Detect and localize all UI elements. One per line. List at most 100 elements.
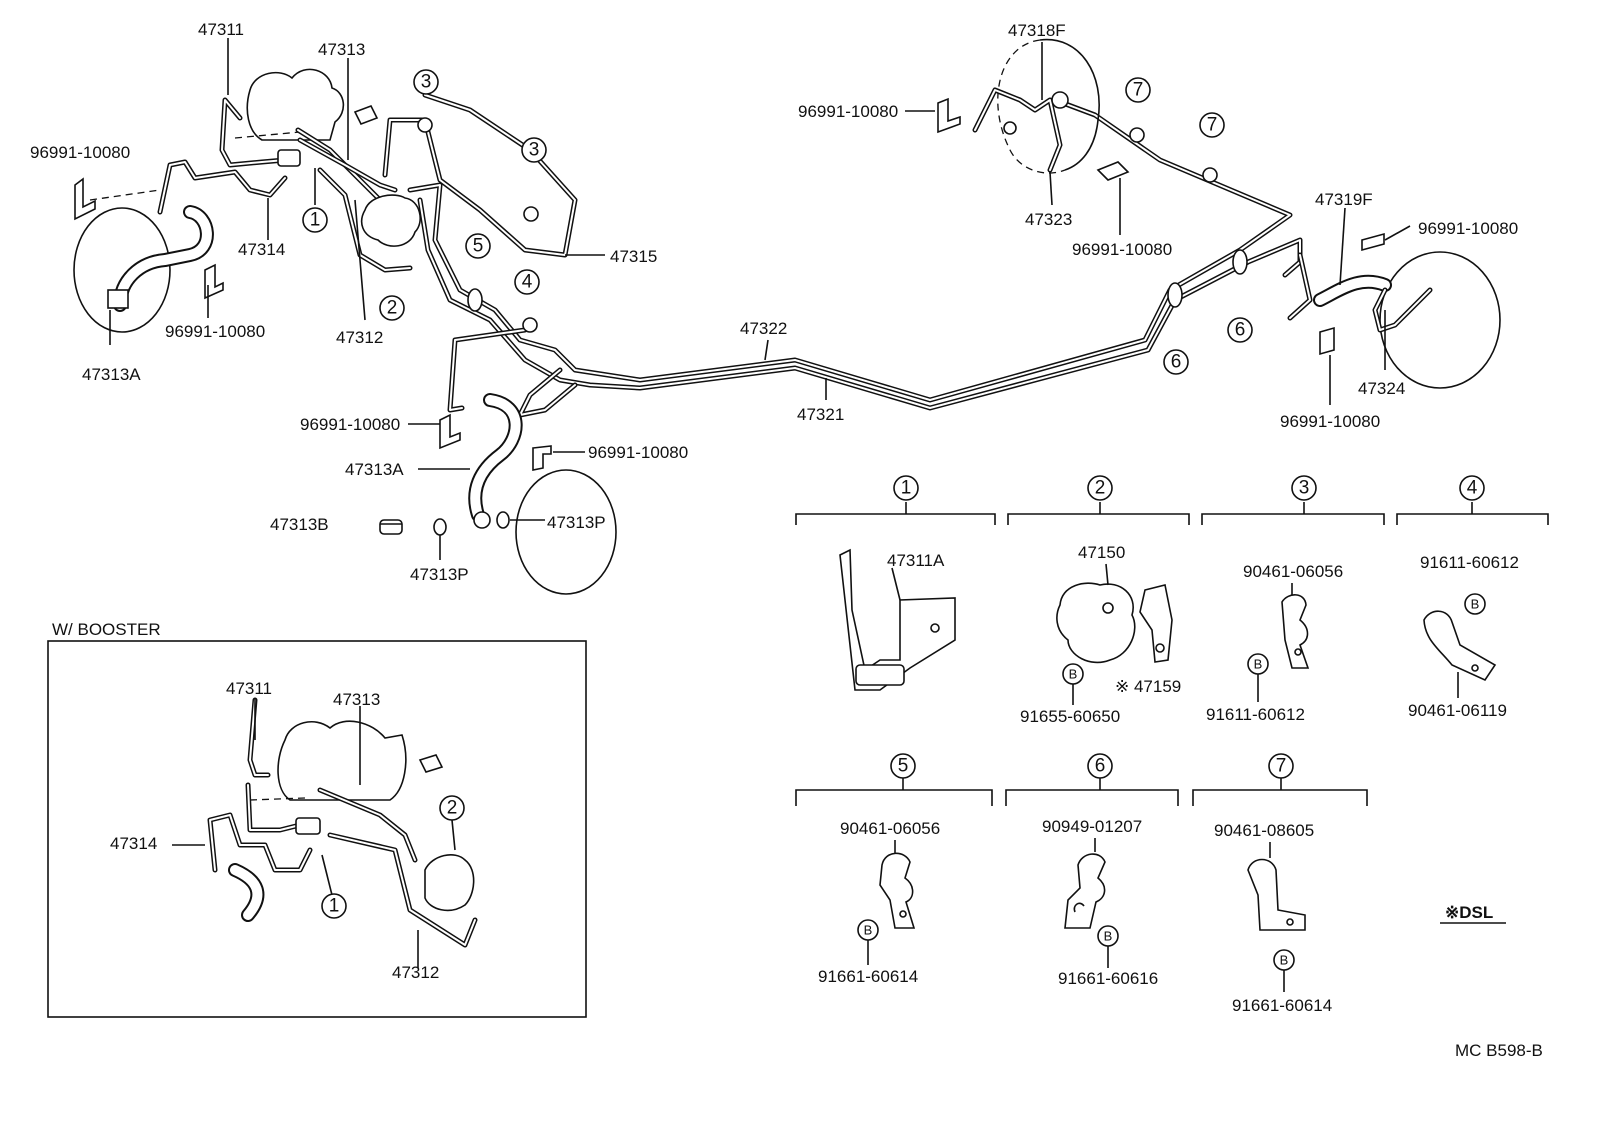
detail-6: 6 90949-01207 B 91661-60616: [1042, 753, 1158, 988]
label-96991-b: 96991-10080: [165, 322, 265, 341]
clamp-90949-01207: [1064, 853, 1106, 929]
front-left-assembly: [73, 68, 578, 333]
svg-text:B: B: [864, 923, 873, 938]
label-47313p-a: 47313P: [410, 565, 469, 584]
label-96991-f: 96991-10080: [1072, 240, 1172, 259]
dsl-legend: ※DSL: [1445, 903, 1493, 922]
rear-assembly: [972, 38, 1501, 389]
rear-fitting: [1003, 121, 1017, 135]
label-96991-d: 96991-10080: [588, 443, 688, 462]
svg-text:7: 7: [1276, 756, 1287, 777]
clamp-90461-06056: [1281, 594, 1310, 669]
detail-1: 1 47311A: [839, 475, 956, 691]
label-47311: 47311: [198, 20, 244, 39]
callout-6b: [1227, 317, 1253, 343]
label-47314: 47314: [238, 240, 285, 259]
svg-text:5: 5: [473, 236, 484, 257]
detail-7: 7 90461-08605 B 91661-60614: [1214, 753, 1332, 1015]
right-front-disc: [515, 469, 617, 595]
detail-6-bolt: 91661-60616: [1058, 969, 1158, 988]
callout-circles: 1 2 3 3 4 5 6 6 7 7: [302, 69, 1253, 375]
label-47318f: 47318F: [1008, 21, 1066, 40]
label-47321: 47321: [797, 405, 844, 424]
detail-2-bolt: 91655-60650: [1020, 707, 1120, 726]
detail-5: 5 90461-06056 B 91661-60614: [818, 753, 940, 986]
svg-text:2: 2: [387, 298, 398, 319]
svg-text:1: 1: [329, 896, 340, 917]
clip-icon: [532, 445, 552, 471]
detail-7-bolt: 91661-60614: [1232, 996, 1332, 1015]
detail-6-clamp: 90949-01207: [1042, 817, 1142, 836]
booster-tee: [295, 817, 321, 835]
clip-icon: [439, 413, 461, 450]
clip-icon: [204, 263, 224, 300]
clamp-90461-08605: [1247, 858, 1306, 931]
gasket-b: [496, 511, 510, 529]
clamp-90461-06119: [1423, 610, 1497, 682]
detail-4-clamp: 90461-06119: [1408, 701, 1507, 720]
label-47313p-b: 47313P: [547, 513, 606, 532]
booster-label-47311: 47311: [226, 679, 272, 698]
left-hose-fitting: [107, 289, 129, 309]
clips: [74, 97, 1385, 471]
catalog-code: MC B598-B: [1455, 1041, 1543, 1060]
detail-5-clamp: 90461-06056: [840, 819, 940, 838]
detail-5-bolt: 91661-60614: [818, 967, 918, 986]
proportioning-valve-47150: [1056, 582, 1136, 664]
clip-icon: [1096, 161, 1130, 181]
callout-3b: [521, 137, 547, 163]
svg-text:B: B: [1104, 929, 1113, 944]
booster-prop-valve: [424, 854, 475, 912]
label-96991-h: 96991-10080: [1280, 412, 1380, 431]
booster-label-47313: 47313: [333, 690, 380, 709]
label-47313a-a: 47313A: [82, 365, 141, 384]
label-47323: 47323: [1025, 210, 1072, 229]
clip-icon: [1361, 232, 1385, 252]
svg-text:6: 6: [1171, 352, 1182, 373]
svg-text:7: 7: [1207, 115, 1218, 136]
banjo-fitting: [473, 511, 491, 529]
label-96991-g: 96991-10080: [1418, 219, 1518, 238]
label-47313: 47313: [318, 40, 365, 59]
detail-1-part: 47311A: [887, 551, 945, 570]
clip-icon: [937, 97, 961, 134]
svg-text:2: 2: [447, 798, 458, 819]
label-47322: 47322: [740, 319, 787, 338]
booster-callout-1: [321, 893, 347, 919]
union-bolt: [379, 519, 403, 535]
detail-3: 3 90461-06056 B 91611-60612: [1206, 475, 1343, 724]
label-47324: 47324: [1358, 379, 1405, 398]
left-front-disc: [73, 207, 171, 333]
label-47312: 47312: [336, 328, 383, 347]
detail-2-part: 47150: [1078, 543, 1125, 562]
detail-panels: 1 47311A 2 47150 B 91655-60650 ※ 47159: [795, 475, 1549, 1015]
svg-text:B: B: [1471, 597, 1480, 612]
reservoir-connector: [353, 104, 379, 126]
rear-left-drum-dash: [997, 39, 1066, 174]
svg-text:4: 4: [1467, 478, 1478, 499]
booster-callout-2: [439, 795, 465, 821]
callout-5: [465, 233, 491, 259]
svg-text:1: 1: [310, 210, 321, 231]
brake-booster: [277, 720, 407, 801]
svg-text:3: 3: [421, 72, 432, 93]
leader-lines: [109, 38, 1411, 560]
detail-4: 4 91611-60612 B 90461-06119: [1408, 475, 1519, 720]
booster-title: W/ BOOSTER: [52, 620, 161, 639]
main-brake-pipes: [407, 97, 1303, 418]
front-right-hose-group: [379, 393, 617, 595]
svg-text:6: 6: [1235, 320, 1246, 341]
callout-6a: [1163, 349, 1189, 375]
proportioning-valve: [361, 194, 421, 247]
callout-7a: [1125, 77, 1151, 103]
svg-text:3: 3: [1299, 478, 1310, 499]
svg-text:2: 2: [1095, 478, 1106, 499]
svg-text:1: 1: [901, 478, 912, 499]
booster-inset: W/ BOOSTER 1 2 47311 47313 47314 47312: [47, 620, 587, 1018]
booster-frame: [47, 640, 587, 1018]
clip-icon: [74, 177, 96, 221]
tee-joint: [277, 149, 301, 167]
svg-text:4: 4: [522, 272, 533, 293]
label-96991-a: 96991-10080: [30, 143, 130, 162]
